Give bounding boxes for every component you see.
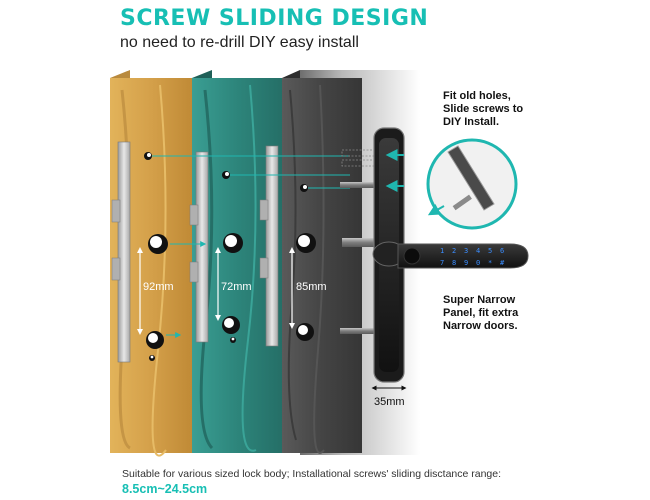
door-holes [144,152,316,361]
svg-text:6: 6 [500,247,504,255]
fingerprint-sensor-icon [403,247,421,265]
svg-text:3: 3 [464,247,468,255]
svg-text:1: 1 [440,247,444,255]
footer-note: Suitable for various sized lock body; In… [122,468,502,480]
dimension-label-wood: 92mm [143,281,174,293]
svg-text:9: 9 [464,259,468,267]
fit-old-holes-note: Fit old holes, Slide screws to DIY Insta… [443,90,524,128]
dimension-label-panel: 35mm [374,396,405,408]
narrow-panel-note: Super Narrow Panel, fit extra Narrow doo… [443,294,519,332]
svg-text:*: * [488,259,492,267]
subheadline: no need to re-drill DIY easy install [120,34,359,51]
dark-door [282,70,362,454]
sliding-range: 8.5cm~24.5cm [122,482,208,496]
svg-text:7: 7 [440,259,444,267]
svg-text:8: 8 [452,259,456,267]
svg-text:5: 5 [488,247,492,255]
lock-plate-teal [189,151,209,343]
svg-text:2: 2 [452,247,456,255]
lock-plate-dark [259,145,279,347]
svg-text:#: # [500,259,505,267]
dimension-label-dark: 85mm [296,281,327,293]
zoom-detail-circle [426,138,518,230]
dimension-label-teal: 72mm [221,281,252,293]
svg-text:0: 0 [476,259,480,267]
headline: SCREW SLIDING DESIGN [120,6,429,31]
smart-lock-handle [372,127,529,383]
lock-plate-wood [111,141,131,363]
screw-rods [340,182,378,334]
svg-text:4: 4 [476,247,480,255]
